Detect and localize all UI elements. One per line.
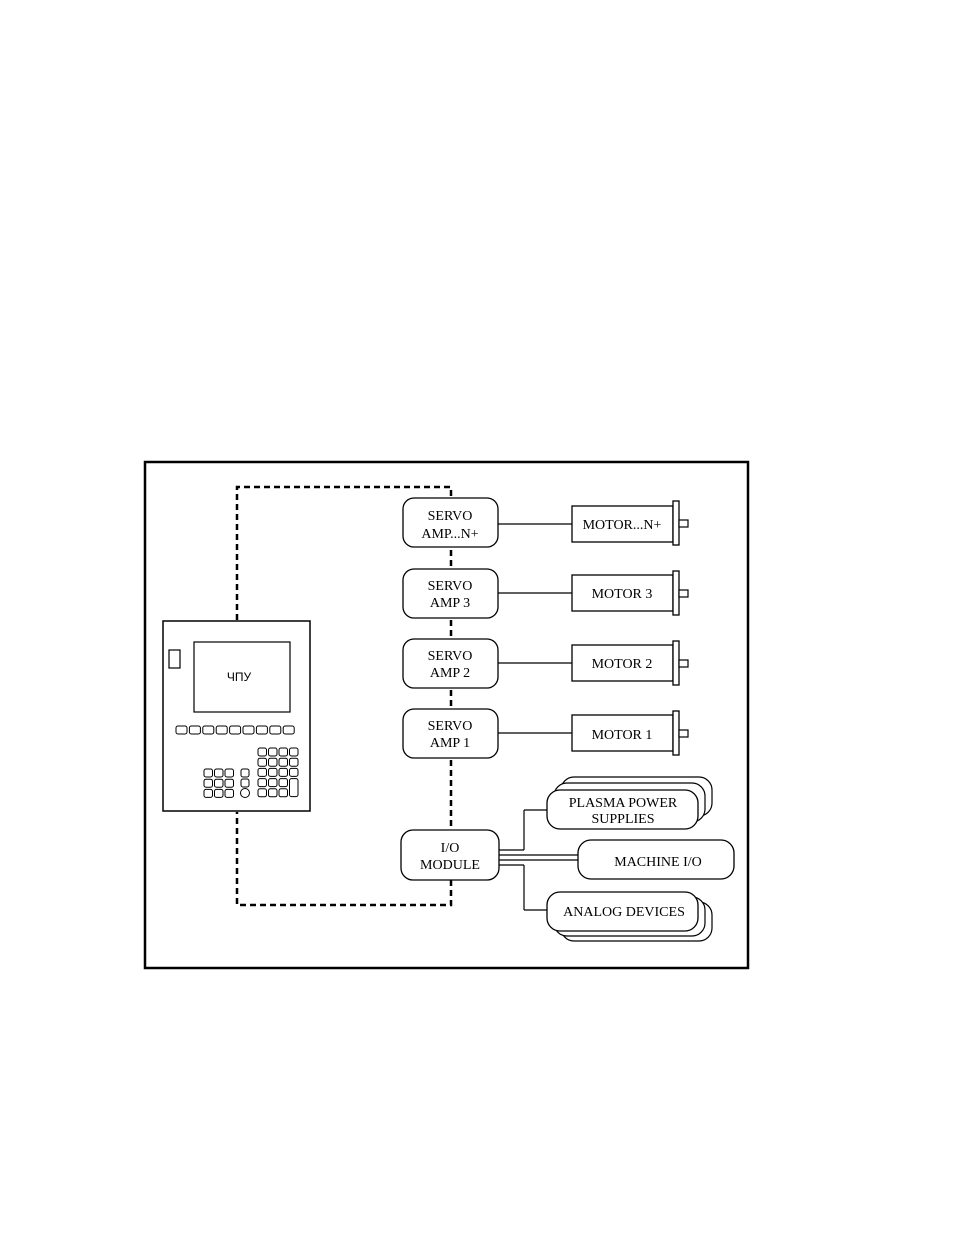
machine-io-label: MACHINE I/O [614, 855, 702, 870]
softkey [175, 725, 188, 735]
servo-amp-label: AMP 1 [430, 736, 470, 751]
plasma-label: PLASMA POWER [569, 796, 678, 811]
motor-body [571, 644, 674, 682]
motor-label: MOTOR 1 [592, 728, 653, 743]
keypad-key [240, 778, 250, 788]
keypad-key [257, 778, 267, 788]
keypad-key [268, 757, 278, 767]
motor-body [571, 505, 674, 543]
cnc-indicator [168, 649, 181, 669]
motor-shaft [678, 659, 689, 668]
servo-amp-label: SERVO [428, 579, 473, 594]
keypad-key-tall [289, 778, 299, 798]
motor-flange [672, 710, 680, 756]
motor-shaft [678, 589, 689, 598]
analog-devices: ANALOG DEVICES [546, 891, 713, 942]
motor-label: MOTOR 3 [592, 587, 653, 602]
keypad-key [278, 747, 288, 757]
servo-amp-label: SERVO [428, 719, 473, 734]
softkey [269, 725, 282, 735]
keypad-key [214, 768, 224, 778]
keypad-knob [240, 788, 250, 798]
bus-dashed-top [235, 485, 453, 907]
motor-shaft [678, 519, 689, 528]
servo-amp-n: SERVO AMP...N+ [402, 497, 499, 548]
motor-body [571, 574, 674, 612]
keypad-key [278, 757, 288, 767]
plasma-power-supplies: PLASMA POWER SUPPLIES [546, 776, 713, 830]
servo-amp-label: SERVO [428, 509, 473, 524]
softkey [242, 725, 255, 735]
cnc-softkeys [175, 725, 295, 735]
servo-amp-1: SERVO AMP 1 [402, 708, 499, 759]
io-connectors [499, 809, 578, 911]
cnc-keypad [203, 747, 299, 798]
plasma-box [546, 789, 699, 830]
keypad-key [214, 788, 224, 798]
keypad-key [240, 768, 250, 778]
plasma-label: SUPPLIES [591, 812, 654, 827]
softkey [188, 725, 201, 735]
softkey [255, 725, 268, 735]
keypad-key [203, 788, 213, 798]
servo-amp-box [402, 497, 499, 548]
motor-shaft [678, 729, 689, 738]
motor-flange [672, 640, 680, 686]
softkey [215, 725, 228, 735]
softkey [282, 725, 295, 735]
motor-1: MOTOR 1 [571, 710, 689, 756]
analog-box [546, 891, 699, 932]
softkey [229, 725, 242, 735]
motor-body [571, 714, 674, 752]
motor-label: MOTOR 2 [592, 657, 653, 672]
keypad-key [224, 768, 234, 778]
motor-n: MOTOR...N+ [571, 500, 689, 546]
servo-amp-label: SERVO [428, 649, 473, 664]
servo-amp-3: SERVO AMP 3 [402, 568, 499, 619]
keypad-key [289, 767, 299, 777]
motor-2: MOTOR 2 [571, 640, 689, 686]
keypad-key [257, 747, 267, 757]
keypad-key [289, 757, 299, 767]
servo-amp-label: AMP 3 [430, 596, 470, 611]
cnc-screen [193, 641, 291, 713]
servo-amp-label: AMP...N+ [421, 527, 478, 542]
cnc-controller: ЧПУ [162, 620, 311, 812]
cnc-screen-label: ЧПУ [227, 670, 252, 684]
keypad-key [257, 757, 267, 767]
machine-io: MACHINE I/O [577, 839, 735, 880]
motor-3: MOTOR 3 [571, 570, 689, 616]
keypad-key [268, 778, 278, 788]
servo-amp-2: SERVO AMP 2 [402, 638, 499, 689]
keypad-key [268, 788, 278, 798]
keypad-key [224, 788, 234, 798]
keypad-key [278, 767, 288, 777]
io-module: I/O MODULE [400, 829, 500, 881]
keypad-key [289, 747, 299, 757]
keypad-key [214, 778, 224, 788]
servo-amp-label: AMP 2 [430, 666, 470, 681]
analog-label: ANALOG DEVICES [563, 905, 685, 920]
softkey [202, 725, 215, 735]
keypad-key [224, 778, 234, 788]
motor-flange [672, 500, 680, 546]
keypad-key [278, 778, 288, 788]
keypad-key [268, 747, 278, 757]
keypad-key [278, 788, 288, 798]
keypad-key [203, 768, 213, 778]
keypad-key [257, 767, 267, 777]
keypad-key [268, 767, 278, 777]
machine-io-box [577, 839, 735, 880]
motor-label: MOTOR...N+ [583, 518, 662, 533]
motor-flange [672, 570, 680, 616]
io-module-label: MODULE [420, 858, 480, 873]
keypad-key [257, 788, 267, 798]
io-module-label: I/O [441, 841, 460, 856]
keypad-key [203, 778, 213, 788]
